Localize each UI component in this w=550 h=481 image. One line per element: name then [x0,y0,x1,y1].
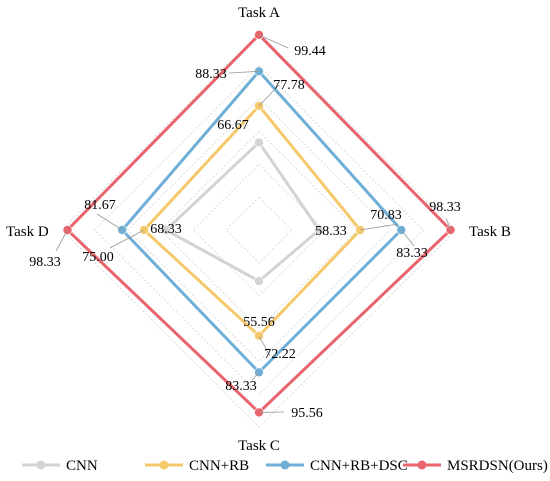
value-leader-11 [96,213,123,231]
value-label-6: 72.22 [264,347,296,362]
value-label-1: 58.33 [315,224,347,239]
grid-ring-4 [94,65,424,395]
value-leader-15 [55,229,68,252]
series-group [62,30,456,418]
value-label-13: 98.33 [429,200,461,215]
legend-label-1: CNN+RB [189,458,249,474]
value-label-10: 83.33 [225,379,257,394]
legend-item-2: CNN+RB+DSC [266,458,408,474]
value-label-0: 66.67 [217,118,249,133]
legend-swatch-marker-1 [159,460,169,470]
value-label-14: 95.56 [291,406,323,421]
value-label-5: 70.83 [370,208,402,223]
series-0-point-0 [254,137,264,148]
value-label-11: 81.67 [84,198,116,213]
value-label-8: 88.33 [195,67,227,82]
legend-swatch-marker-3 [417,460,427,470]
axis-label-0: Task A [238,5,280,21]
series-0 [161,137,324,286]
legend-item-3: MSRDSN(Ours) [403,458,548,474]
series-line-0 [163,140,322,283]
value-leader-10 [251,371,260,381]
value-label-3: 68.33 [150,222,182,237]
value-leader-6 [258,335,271,357]
legend-swatch-marker-0 [36,460,46,470]
value-label-15: 98.33 [29,255,61,270]
legend-label-2: CNN+RB+DSC [310,458,408,474]
value-leader-4 [258,84,280,107]
value-label-4: 77.78 [273,78,305,93]
value-leader-7 [109,229,145,249]
value-leader-9 [400,229,415,247]
series-0-point-3 [161,225,171,235]
legend-item-1: CNN+RB [145,458,249,474]
legend-label-0: CNN [66,458,98,474]
legend-label-3: MSRDSN(Ours) [447,458,548,474]
legend-item-0: CNN [22,458,98,474]
legend-swatch-marker-2 [280,460,290,470]
grid-ring-2 [159,130,359,330]
value-leader-8 [228,70,260,74]
value-leader-12 [258,34,289,49]
axis-label-1: Task B [469,224,511,240]
axis-label-3: Task D [6,224,49,240]
value-labels: 66.67 58.33 55.56 68.33 77.78 70.83 72.22 75.00… [29,34,461,421]
axis-label-2: Task C [238,438,280,454]
series-0-point-2 [254,276,264,286]
value-label-9: 83.33 [396,246,428,261]
legend: CNN CNN+RB CNN+RB+DSC MSRDSN(Ours) [22,458,548,474]
grid-ring-0 [225,196,293,264]
value-leader-5 [360,223,399,231]
axis-labels: Task A Task B Task C Task D [6,5,511,454]
value-label-12: 99.44 [294,44,326,59]
series-line-3 [65,32,453,415]
series-0-point-1 [314,225,324,235]
value-label-2: 55.56 [243,315,275,330]
grid-ring-5 [61,32,457,428]
value-leader-13 [445,217,451,231]
value-label-7: 75.00 [82,250,114,265]
